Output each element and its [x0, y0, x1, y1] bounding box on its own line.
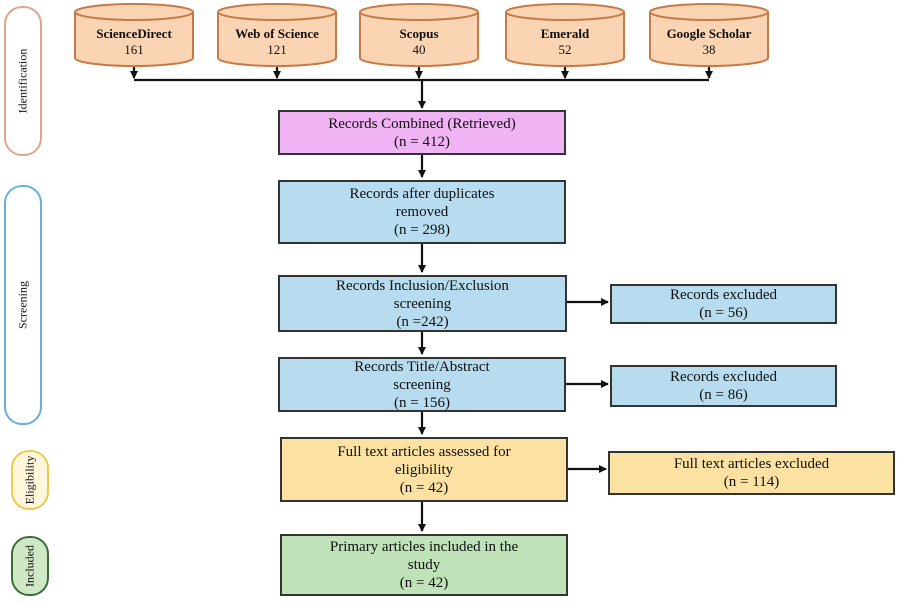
stage-eligibility: Eligibility [11, 450, 49, 510]
stage-included-label: Included [22, 545, 37, 587]
box-text: Records Title/Abstract [354, 358, 490, 375]
box-count: (n = 412) [394, 133, 450, 150]
title-abstract-box: Records Title/Abstract screening (n = 15… [278, 357, 566, 412]
database-name: Emerald [540, 26, 590, 41]
database-name: Web of Science [235, 26, 319, 41]
box-count: (n = 298) [394, 222, 450, 238]
box-text: eligibility [394, 461, 454, 478]
box-text: Full text articles excluded [673, 456, 830, 472]
stage-eligibility-label: Eligibility [22, 455, 37, 505]
stage-screening-label: Screening [15, 281, 30, 329]
inclusion-exclusion-box: Records Inclusion/Exclusion screening (n… [278, 275, 567, 332]
box-count: (n =242) [396, 313, 449, 330]
database-name: Scopus [399, 26, 439, 41]
database-name: ScienceDirect [96, 26, 172, 41]
database-icon [359, 3, 479, 67]
duplicates-removed-box: Records after duplicates removed (n = 29… [278, 180, 566, 244]
box-count: (n = 56) [699, 305, 748, 321]
records-excluded-box-1: Records excluded (n = 56) [610, 284, 837, 324]
box-text: study [407, 557, 441, 573]
database-icon [649, 3, 769, 67]
box-count: (n = 156) [394, 394, 450, 411]
box-count: (n = 42) [399, 575, 449, 591]
records-excluded-box-2: Records excluded (n = 86) [610, 365, 837, 407]
box-count: (n = 42) [399, 479, 449, 496]
box-text: Full text articles assessed for [337, 443, 511, 460]
database-emerald: Emerald 52 [504, 2, 626, 68]
database-sciencedirect: ScienceDirect 161 [73, 2, 195, 68]
full-text-excluded-box: Full text articles excluded (n = 114) [608, 451, 895, 495]
box-text: removed [395, 204, 449, 220]
full-text-assessed-box: Full text articles assessed for eligibil… [280, 437, 568, 502]
box-text: Records Inclusion/Exclusion [336, 277, 509, 294]
box-text: Primary articles included in the [329, 539, 519, 555]
primary-articles-box: Primary articles included in the study (… [280, 534, 568, 596]
box-text: Records excluded [669, 369, 778, 385]
stage-screening: Screening [4, 185, 42, 425]
box-text: Records after duplicates [349, 186, 495, 202]
database-name: Google Scholar [666, 26, 752, 41]
records-combined-box: Records Combined (Retrieved) (n = 412) [278, 110, 566, 155]
stage-identification-label: Identification [15, 48, 30, 114]
database-icon [217, 3, 337, 67]
box-text: screening [393, 376, 451, 393]
box-count: (n = 114) [723, 474, 780, 490]
stage-included: Included [11, 536, 49, 596]
database-count: 52 [558, 42, 572, 57]
box-count: (n = 86) [699, 387, 748, 403]
database-count: 38 [702, 42, 716, 57]
database-count: 121 [267, 42, 287, 57]
box-text: Records excluded [669, 287, 778, 303]
box-text: screening [393, 295, 452, 312]
database-google-scholar: Google Scholar 38 [648, 2, 770, 68]
database-icon [74, 3, 194, 67]
database-count: 161 [124, 42, 144, 57]
stage-identification: Identification [4, 6, 42, 156]
box-text: Records Combined (Retrieved) [328, 115, 516, 132]
database-count: 40 [412, 42, 426, 57]
database-icon [505, 3, 625, 67]
database-scopus: Scopus 40 [358, 2, 480, 68]
database-web-of-science: Web of Science 121 [216, 2, 338, 68]
